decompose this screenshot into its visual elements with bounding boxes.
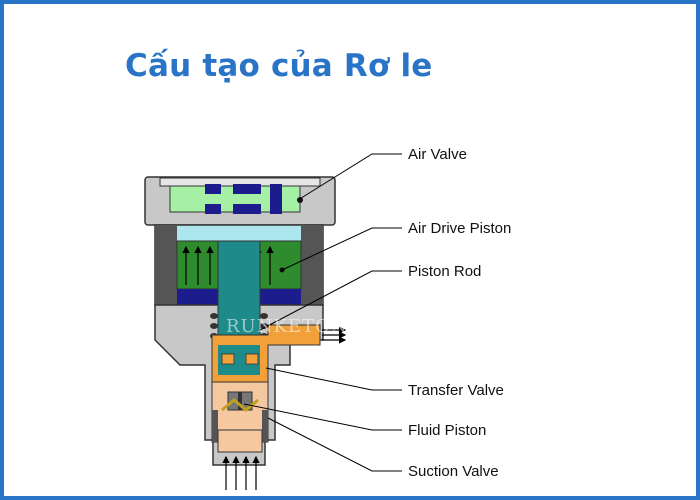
suction-valve	[217, 429, 263, 490]
air-valve-housing	[144, 176, 336, 226]
label-fluid-piston: Fluid Piston	[408, 422, 487, 439]
air-plate	[154, 224, 324, 242]
label-air-valve: Air Valve	[408, 146, 467, 163]
watermark: RUNKETONG.ORG	[226, 316, 415, 337]
leader-lines	[243, 153, 402, 472]
label-transfer-valve: Transfer Valve	[408, 382, 504, 399]
label-suction-valve: Suction Valve	[408, 463, 499, 480]
transfer-valve	[211, 324, 347, 383]
page-title: Cấu tạo của Rơ le	[125, 48, 433, 84]
label-piston-rod: Piston Rod	[408, 263, 482, 280]
label-air-drive-piston: Air Drive Piston	[408, 220, 512, 237]
